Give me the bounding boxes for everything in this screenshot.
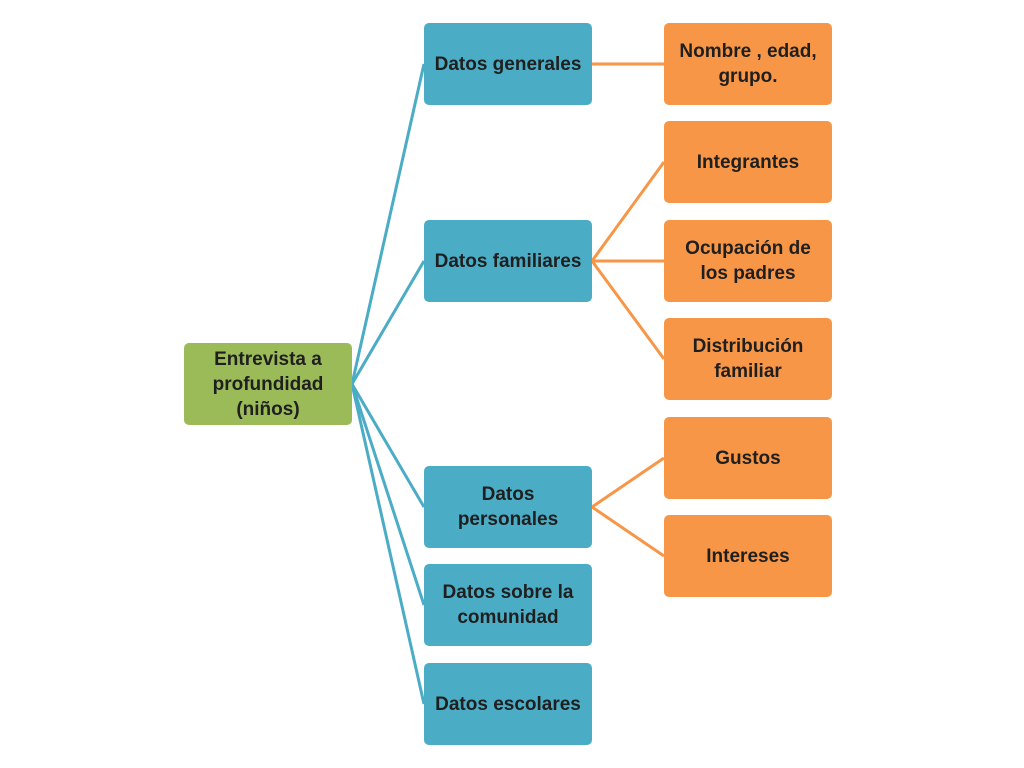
item-label: Distribución familiar	[692, 336, 804, 382]
connector-root-datos-familiares	[350, 260, 426, 385]
item-label: Gustos	[715, 447, 781, 469]
root-node: Entrevista a profundidad (niños)	[184, 343, 352, 425]
category-label: Datos generales	[434, 53, 582, 75]
item-node-integrantes: Integrantes	[664, 121, 832, 203]
item-node-ocupacion-padres: Ocupación de los padres	[664, 220, 832, 302]
category-node-datos-personales: Datos personales	[424, 466, 592, 548]
category-label: Datos personales	[457, 484, 559, 530]
connector-root-datos-personales	[350, 383, 426, 508]
item-node-nombre-edad-grupo: Nombre , edad, grupo.	[664, 23, 832, 105]
category-label: Datos sobre la comunidad	[442, 582, 574, 628]
root-node-label: Entrevista a profundidad (niños)	[212, 348, 324, 420]
category-label: Datos familiares	[434, 250, 582, 272]
connector-personales-gustos	[591, 456, 665, 509]
connector-personales-intereses	[591, 505, 665, 558]
item-node-intereses: Intereses	[664, 515, 832, 597]
item-label: Integrantes	[696, 151, 800, 173]
item-label: Nombre , edad, grupo.	[679, 41, 817, 87]
category-node-datos-escolares: Datos escolares	[424, 663, 592, 745]
category-node-datos-generales: Datos generales	[424, 23, 592, 105]
item-label: Ocupación de los padres	[685, 238, 811, 284]
connector-root-datos-comunidad	[350, 383, 426, 606]
category-node-datos-comunidad: Datos sobre la comunidad	[424, 564, 592, 646]
category-node-datos-familiares: Datos familiares	[424, 220, 592, 302]
connector-root-datos-generales	[350, 63, 426, 385]
connector-familiares-distribucion	[590, 260, 666, 360]
item-node-gustos: Gustos	[664, 417, 832, 499]
category-label: Datos escolares	[435, 693, 581, 715]
connector-root-datos-escolares	[350, 383, 426, 705]
item-node-distribucion-familiar: Distribución familiar	[664, 318, 832, 400]
connector-familiares-integrantes	[590, 161, 666, 262]
item-label: Intereses	[706, 545, 790, 567]
